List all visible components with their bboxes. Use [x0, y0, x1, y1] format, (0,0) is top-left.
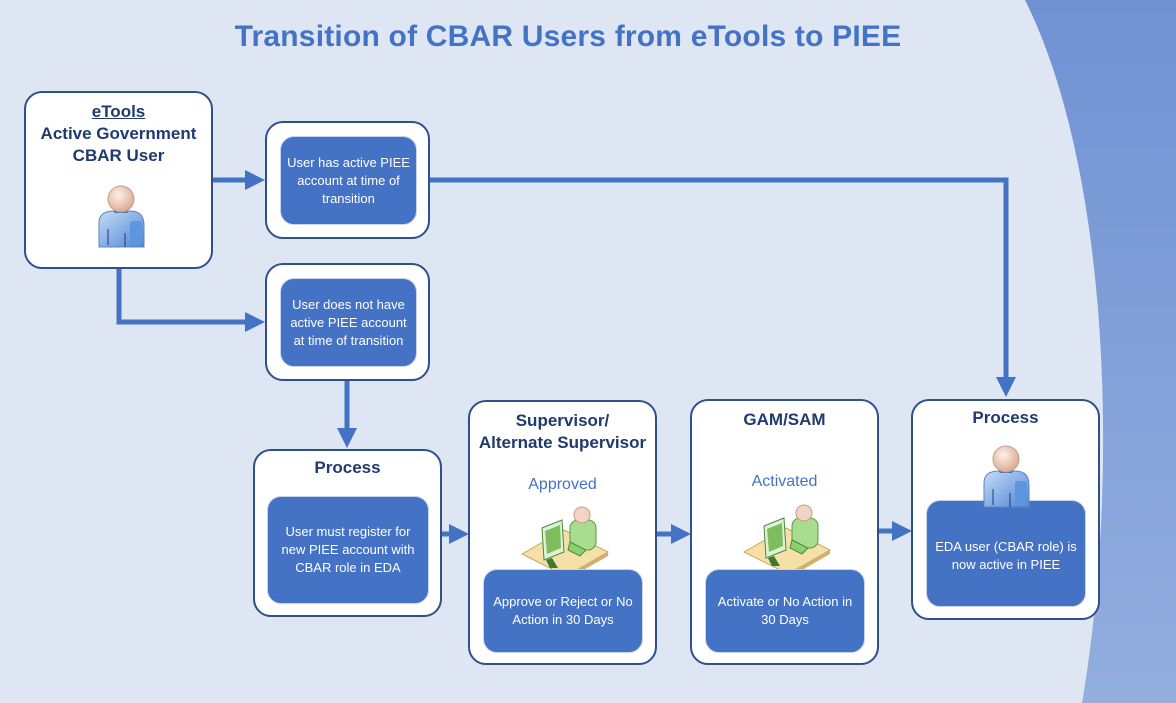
user-icon [983, 445, 1030, 508]
step-active-in-piee: Process EDA user (CBAR role) is now acti… [911, 399, 1100, 620]
user-icon [98, 185, 145, 248]
step-supervisor-header-line1: Supervisor/ [515, 411, 610, 430]
arrow-active-to-final [428, 177, 1016, 397]
start-node-role-line2: CBAR User [72, 146, 165, 165]
page-title: Transition of CBAR Users from eTools to … [234, 20, 902, 53]
start-node-role-line1: Active Government [40, 124, 197, 143]
step-register: Process User must register for new PIEE … [253, 449, 442, 617]
step-gam-sam-activation: GAM/SAM Activated Activate or No Action … [690, 399, 879, 665]
arrow-start-to-inactive [116, 268, 265, 332]
workstation-user-icon [742, 504, 832, 576]
step-supervisor-text: Approve or Reject or No Action in 30 Day… [483, 569, 643, 653]
step-gam-status: Activated [751, 473, 818, 490]
start-node-system: eTools [91, 102, 146, 121]
step-final-header: Process [972, 408, 1039, 427]
branch-inactive-text: User does not have active PIEE account a… [280, 278, 417, 367]
step-final-text: EDA user (CBAR role) is now active in PI… [926, 500, 1086, 607]
step-register-header: Process [314, 458, 381, 477]
step-supervisor-approval: Supervisor/ Alternate Supervisor Approve… [468, 400, 657, 665]
step-supervisor-status: Approved [528, 476, 597, 493]
step-gam-text: Activate or No Action in 30 Days [705, 569, 865, 653]
step-supervisor-header-line2: Alternate Supervisor [478, 433, 647, 452]
branch-active-piee-account: User has active PIEE account at time of … [265, 121, 430, 239]
branch-no-piee-account: User does not have active PIEE account a… [265, 263, 430, 381]
start-node-etools-user: eTools Active Government CBAR User [24, 91, 213, 269]
step-register-text: User must register for new PIEE account … [267, 496, 429, 604]
step-gam-header: GAM/SAM [743, 410, 826, 429]
branch-active-text: User has active PIEE account at time of … [280, 136, 417, 225]
workstation-user-icon [520, 506, 610, 578]
